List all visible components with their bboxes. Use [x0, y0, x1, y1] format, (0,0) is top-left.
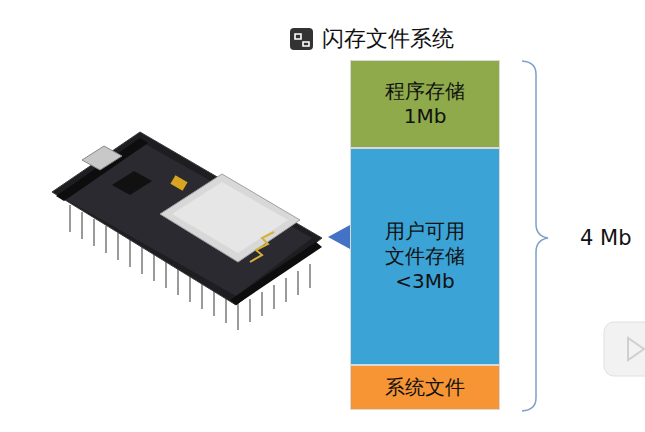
block-label: 用户可用 文件存储 <3Mb: [379, 219, 471, 294]
pcb-antenna: [250, 232, 274, 262]
block-label: 程序存储 1Mb: [379, 79, 471, 129]
pointer-triangle: [328, 225, 350, 249]
curly-brace: [522, 61, 548, 411]
usb-port: [82, 146, 122, 170]
system-file-block: 系统文件: [350, 365, 500, 410]
program-storage-block: 程序存储 1Mb: [350, 60, 500, 148]
watermark-icon: [628, 338, 644, 360]
diagram-title: 闪存文件系统: [322, 24, 454, 54]
usb-chip: [112, 171, 152, 195]
title-icon-glyph: [295, 34, 309, 46]
watermark-icon: [604, 322, 645, 376]
esp-module-shield: [172, 182, 288, 253]
block-label: 系统文件: [385, 375, 465, 400]
crystal: [170, 175, 187, 191]
pcb-board: [52, 132, 322, 305]
title-icon: [290, 28, 313, 50]
esp-module-shield: [160, 174, 300, 262]
size-label: 4 Mb: [580, 226, 632, 250]
user-file-storage-block: 用户可用 文件存储 <3Mb: [350, 148, 500, 365]
